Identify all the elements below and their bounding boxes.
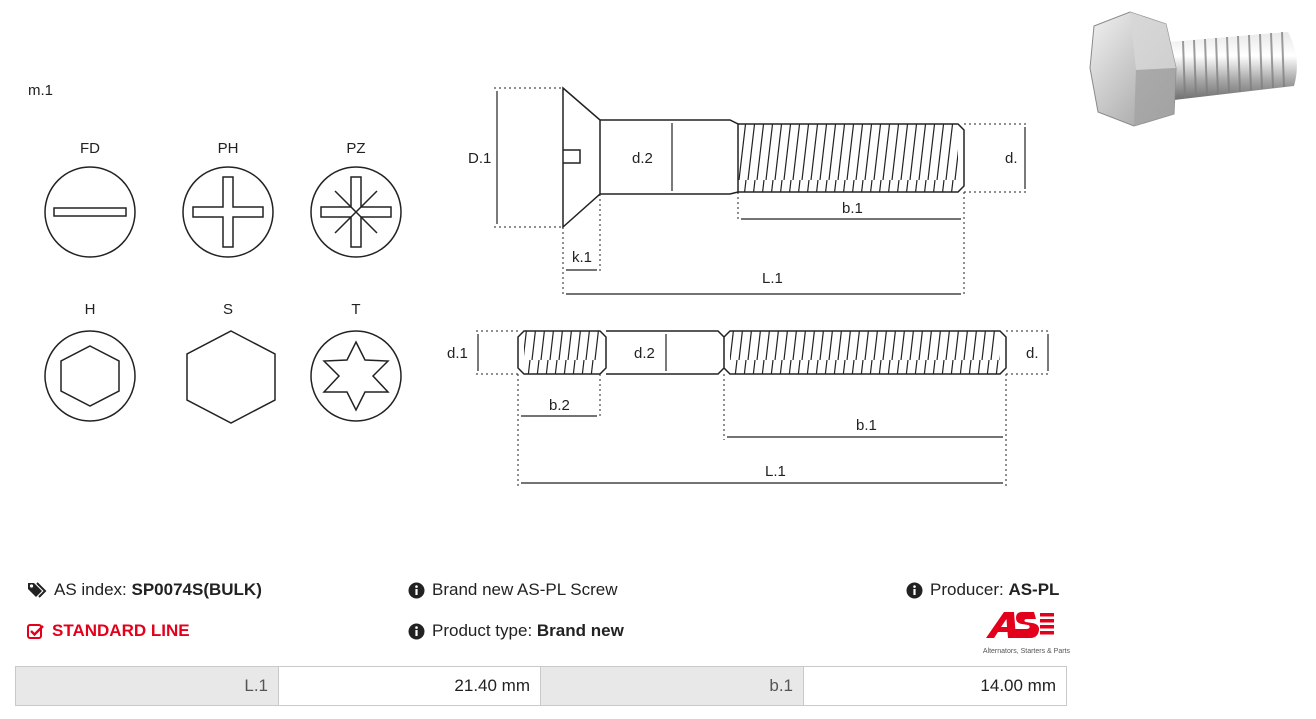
info-icon xyxy=(906,582,923,598)
dim-k1: k.1 xyxy=(572,249,592,266)
phillips-head-icon xyxy=(182,166,274,258)
head-label-t: T xyxy=(351,301,360,318)
producer-label: Producer: xyxy=(930,580,1004,599)
spec-table: L.1 21.40 mm b.1 14.00 mm xyxy=(15,666,1067,706)
as-index-value: SP0074S(BULK) xyxy=(131,580,262,599)
m-label: m.1 xyxy=(28,82,53,99)
dim-b1-top: b.1 xyxy=(842,200,863,217)
as-index-label: AS index: xyxy=(54,580,127,599)
head-label-ph: PH xyxy=(218,140,239,157)
dim-D1: D.1 xyxy=(468,150,491,167)
dimension-lines-bottom xyxy=(476,330,1050,486)
dim-L1-top: L.1 xyxy=(762,270,783,287)
dim-d1: d.1 xyxy=(447,345,468,362)
head-label-s: S xyxy=(223,301,233,318)
dim-d2-bottom: d.2 xyxy=(634,345,655,362)
logo-tagline: Alternators, Starters & Parts xyxy=(982,648,1070,655)
product-type-row: Product type: Brand new xyxy=(408,621,624,641)
standard-line-label: STANDARD LINE xyxy=(52,621,190,640)
slotted-head-icon xyxy=(44,166,136,258)
countersunk-screw-drawing xyxy=(562,86,965,229)
as-pl-logo: Alternators, Starters & Parts xyxy=(960,608,1070,655)
standard-line-row: STANDARD LINE xyxy=(27,621,190,641)
producer-value: AS-PL xyxy=(1008,580,1060,599)
dimension-arrows-top xyxy=(496,91,1026,295)
dim-d2-top: d.2 xyxy=(632,150,653,167)
dim-d-bottom: d. xyxy=(1026,345,1039,362)
dim-b2: b.2 xyxy=(549,397,570,414)
product-description: Brand new AS-PL Screw xyxy=(432,580,618,599)
head-label-fd: FD xyxy=(80,140,100,157)
product-type-value: Brand new xyxy=(536,621,624,640)
as-index-row: AS index: SP0074S(BULK) xyxy=(27,580,262,600)
producer-row: Producer: AS-PL xyxy=(906,580,1059,600)
info-icon xyxy=(408,623,425,639)
hex-head-icon xyxy=(186,330,276,424)
dim-d-top: d. xyxy=(1005,150,1018,167)
dimension-lines-top xyxy=(494,87,1027,296)
spec-value-b1: 14.00 mm xyxy=(804,667,1066,705)
head-label-pz: PZ xyxy=(346,140,365,157)
spec-label-l1: L.1 xyxy=(16,667,279,705)
head-label-h: H xyxy=(85,301,96,318)
product-type-label: Product type: xyxy=(432,621,533,640)
bolt-photo xyxy=(1089,11,1297,127)
torx-head-icon xyxy=(310,330,402,422)
spec-label-b1: b.1 xyxy=(541,667,804,705)
info-icon xyxy=(408,582,425,598)
check-square-icon xyxy=(27,623,44,639)
tags-icon xyxy=(28,582,47,598)
dim-L1-bottom: L.1 xyxy=(765,463,786,480)
dim-b1-bottom: b.1 xyxy=(856,417,877,434)
dimension-arrows-bottom xyxy=(477,334,1049,484)
stud-screw-drawing xyxy=(517,330,1007,375)
pozidriv-head-icon xyxy=(310,166,402,258)
as-logo-mark xyxy=(986,612,1054,638)
hex-socket-head-icon xyxy=(44,330,136,422)
description-row: Brand new AS-PL Screw xyxy=(408,580,618,600)
spec-value-l1: 21.40 mm xyxy=(279,667,541,705)
